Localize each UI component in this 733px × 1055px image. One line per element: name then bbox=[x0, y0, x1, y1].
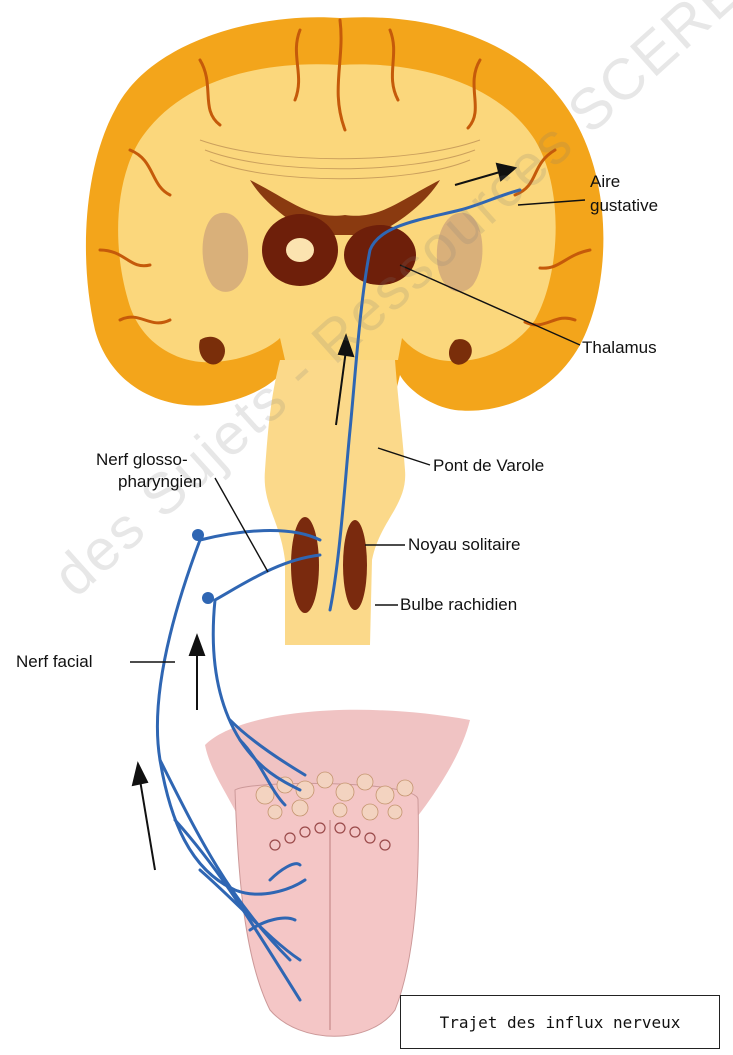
ganglion-facial bbox=[192, 529, 204, 541]
label-aire-gustative-1: Aire bbox=[590, 172, 620, 192]
caption-box: Trajet des influx nerveux bbox=[400, 995, 720, 1049]
noyau-solitaire-right bbox=[343, 520, 367, 610]
tongue-body bbox=[235, 783, 418, 1036]
caption-text: Trajet des influx nerveux bbox=[440, 1013, 681, 1032]
thalamus-left-inner bbox=[286, 238, 314, 262]
ganglion-glosso bbox=[202, 592, 214, 604]
label-noyau-solitaire: Noyau solitaire bbox=[408, 535, 520, 555]
label-aire-gustative-2: gustative bbox=[590, 196, 658, 216]
label-nerf-glosso-2: pharyngien bbox=[118, 472, 202, 492]
label-nerf-glosso-1: Nerf glosso- bbox=[96, 450, 188, 470]
label-thalamus: Thalamus bbox=[582, 338, 657, 358]
label-pont-de-varole: Pont de Varole bbox=[433, 456, 544, 476]
label-nerf-facial: Nerf facial bbox=[16, 652, 93, 672]
label-bulbe-rachidien: Bulbe rachidien bbox=[400, 595, 517, 615]
